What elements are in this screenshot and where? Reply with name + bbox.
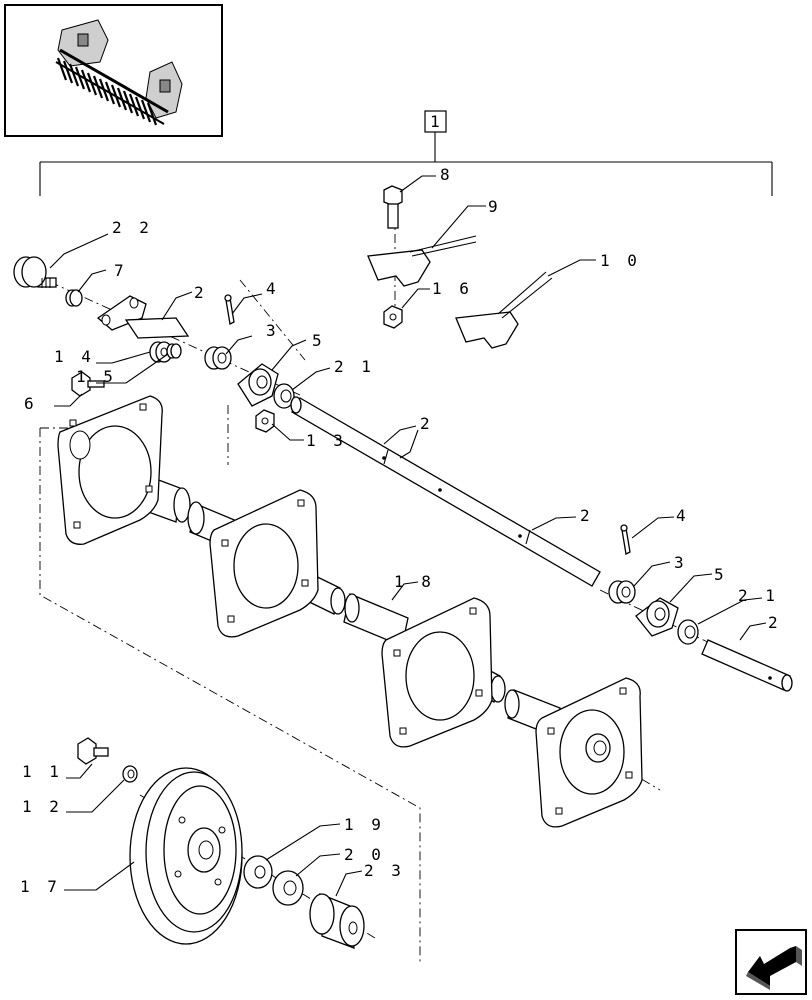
part-4-cotter-pin[interactable] [224,294,235,325]
part-18-reel-assembly[interactable] [57,395,643,828]
callout-12: 1 2 [22,797,63,816]
part-19-washer[interactable] [243,855,273,889]
callout-2-shaft-mid: 2 [580,506,594,525]
callout-10: 1 0 [600,251,641,270]
part-20-washer[interactable] [272,870,304,906]
callout-20: 2 0 [344,845,385,864]
callout-23: 2 3 [364,861,405,880]
callout-3-right: 3 [674,553,688,572]
callout-13: 1 3 [306,431,347,450]
callout-5-right: 5 [714,565,728,584]
overview-thumbnail[interactable] [4,4,223,137]
part-22-knob[interactable] [13,256,57,288]
callout-labels: 2 2 7 2 4 3 5 1 4 1 5 6 2 1 1 3 8 9 1 6 … [20,165,782,896]
callout-21-right: 2 1 [738,586,779,605]
part-13-nut[interactable] [255,409,275,433]
callout-2-bracket: 2 [194,283,208,302]
part-5-flange-bearing-right[interactable] [635,597,679,637]
callout-21-top: 2 1 [334,357,375,376]
part-4-cotter-pin-right[interactable] [620,524,631,555]
callout-8: 8 [440,165,454,184]
part-16-nut[interactable] [383,305,403,329]
part-2-stub-shaft[interactable] [701,639,793,692]
part-9-clip[interactable] [367,235,477,287]
callout-19: 1 9 [344,815,385,834]
callout-3-top: 3 [266,321,280,340]
part-6-bolt[interactable] [71,371,105,397]
callout-17: 1 7 [20,877,61,896]
part-10-clip[interactable] [455,271,553,349]
part-21-washer[interactable] [273,383,295,409]
callout-15: 1 5 [76,367,117,386]
part-17-pulley[interactable] [129,767,243,945]
part-23-bushing[interactable] [309,893,365,949]
reel-disk-2 [209,489,319,638]
callout-4-top: 4 [266,279,280,298]
callout-2-shaft: 2 [420,414,434,433]
leader-lines [49,175,767,897]
part-2-bracket[interactable] [96,295,190,339]
reel-disk-1 [57,395,163,545]
part-21-washer-right[interactable] [677,619,699,645]
previous-page-button[interactable] [735,929,807,995]
callout-7: 7 [114,261,128,280]
callout-5-top: 5 [312,331,326,350]
callout-18: 1 8 [394,572,435,591]
callout-4-right: 4 [676,506,690,525]
callout-22: 2 2 [112,218,153,237]
assembly-bracket: 1 [39,110,773,196]
part-7-spacer[interactable] [65,289,83,307]
part-15-spacer[interactable] [166,343,182,359]
callout-6: 6 [24,394,38,413]
callout-2-stub: 2 [768,613,782,632]
callout-14: 1 4 [54,347,95,366]
machine-thumbnail-icon [55,19,183,126]
reel-disk-3 [381,597,493,748]
part-5-flange-bearing[interactable] [237,363,279,407]
part-11-bolt[interactable] [77,737,109,765]
part-8-bolt[interactable] [383,185,403,229]
reel-disk-4 [535,677,643,828]
part-3-bushing-right[interactable] [608,580,636,604]
callout-9: 9 [488,197,502,216]
part-12-washer[interactable] [122,765,138,783]
part-3-bushing[interactable] [204,346,232,370]
callout-11: 1 1 [22,762,63,781]
back-arrow-icon [746,946,802,990]
part-2-shaft[interactable] [290,396,601,587]
assembly-ref-label: 1 [430,112,440,131]
callout-16: 1 6 [432,279,473,298]
